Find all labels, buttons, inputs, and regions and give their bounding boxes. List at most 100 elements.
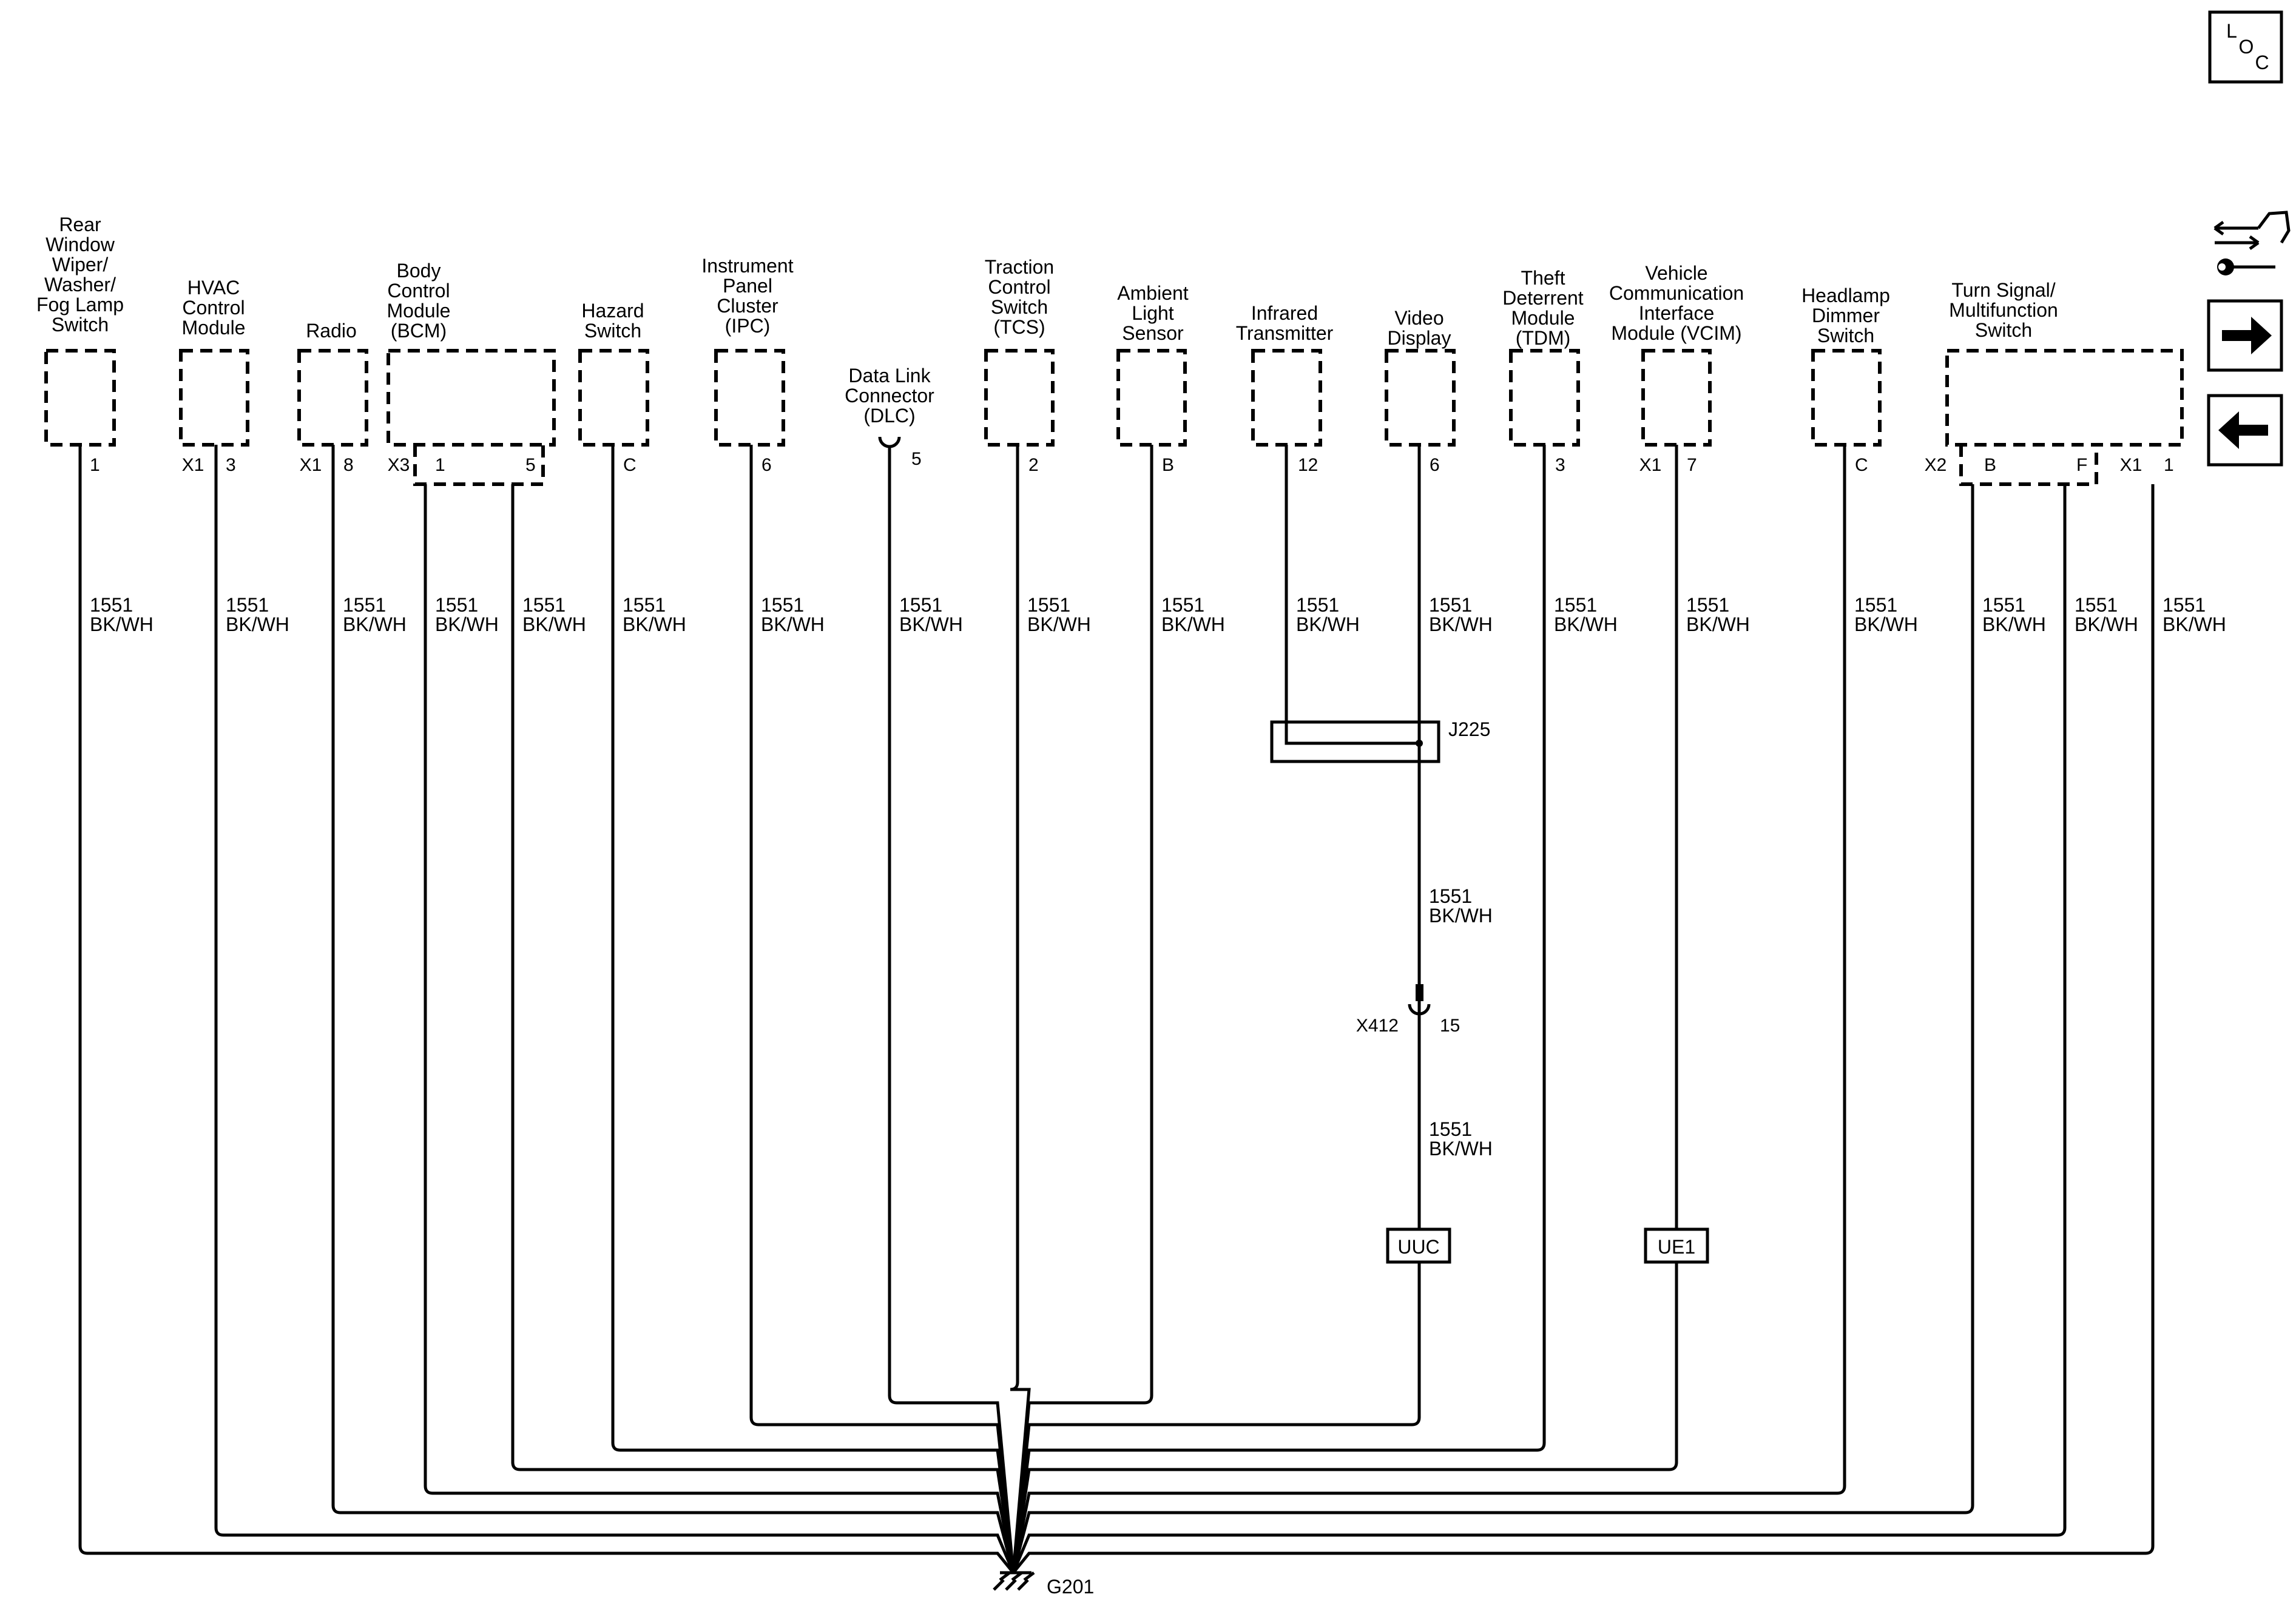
component-label-tcs: Traction [985,256,1054,278]
previous-page-icon[interactable] [2207,394,2283,467]
splice-pack-j225 [1270,720,1440,763]
component-label-bcm: Module [387,300,451,322]
wire-circuit-label: 1551 [343,594,386,616]
ground-wire-hvac-0 [214,445,1015,1573]
component-label-tcs: Switch [991,296,1048,318]
splice-dot [1416,740,1423,747]
next-page-icon[interactable] [2207,299,2283,372]
wire-circuit-label: 1551 [899,594,942,616]
wire-color-label: BK/WH [899,613,963,635]
wire-circuit-label: 1551 [2163,594,2206,616]
component-box-tdm [1509,349,1580,447]
pin-label-vcim: 7 [1687,455,1697,475]
loc-letter-o: O [2239,36,2254,58]
connector-x412-label: X412 [1356,1016,1399,1036]
component-label-ipc: (IPC) [725,315,771,337]
wire-color-label: BK/WH [90,613,154,635]
pin-label-ambient: B [1162,455,1174,475]
component-box-hazard [578,349,649,447]
wire-color-label: BK/WH [1686,613,1750,635]
component-label-tdm: Module [1511,307,1575,329]
component-label-dlc: Data Link [848,365,931,387]
wire-circuit-label: 1551 [1429,885,1472,907]
loc-icon-frame [2208,10,2283,84]
connector-label-radio: X1 [300,455,322,475]
connector-x412-female [1408,1004,1431,1016]
component-box-infrared [1251,349,1322,447]
component-label-vcim: Interface [1639,302,1715,324]
pin-label-ipc: 6 [761,455,772,475]
component-label-tcs: (TCS) [993,316,1045,338]
wire-circuit-label: 1551 [1027,594,1070,616]
wire-circuit-label: 1551 [522,594,566,616]
loc-letter-l: L [2226,20,2237,42]
component-box-vcim [1641,349,1712,447]
service-info-icon[interactable] [2213,211,2291,275]
wire-circuit-label: 1551 [1296,594,1339,616]
component-box-ambient [1116,349,1187,447]
pin-label-turn-signal: 1 [2164,455,2174,475]
pin-label-rear-wiper: 1 [90,455,100,475]
component-box-video [1385,349,1456,447]
wire-circuit-label: 1551 [90,594,133,616]
component-label-bcm: (BCM) [391,320,447,342]
component-label-video: Display [1388,327,1451,349]
wire-color-label: BK/WH [761,613,825,635]
pin-label-hazard: C [623,455,636,475]
wire-color-label: BK/WH [1429,1138,1493,1160]
component-label-rear-wiper: Wiper/ [52,254,109,275]
navigation-icons[interactable]: LOC [2207,10,2291,467]
pin-label-bcm: 5 [525,455,536,475]
ground-symbol-g201 [993,1571,1035,1591]
connector-x412-pin: 15 [1440,1016,1460,1036]
ground-wire-tcs-0 [1010,445,1031,1573]
component-label-rear-wiper: Washer/ [44,274,116,295]
wire-color-label: BK/WH [1027,613,1091,635]
wire-circuit-label: 1551 [435,594,478,616]
ground-wire-video [1011,445,1421,1573]
ground-wire-rear-wiper-0 [78,445,1015,1574]
component-label-headlamp: Dimmer [1812,305,1880,326]
wire-color-label: BK/WH [1161,613,1225,635]
ground-wire-turn-signal-1 [1011,484,2067,1573]
component-box-turn-signal [1945,349,2184,447]
component-box-radio [297,349,368,447]
component-label-vcim: Module (VCIM) [1611,322,1741,344]
component-label-hvac: HVAC [187,277,240,299]
wire-color-label: BK/WH [1429,905,1493,927]
component-box-hvac [179,349,249,447]
wire-color-label: BK/WH [623,613,686,635]
ground-wire-ipc-0 [749,445,1015,1573]
ground-wires [78,445,2155,1574]
component-label-hvac: Module [182,317,246,339]
ground-wire-hazard-0 [611,445,1015,1573]
component-label-hvac: Control [182,297,245,319]
ground-wire-vcim-0 [1011,445,1678,1573]
component-label-tcs: Control [988,276,1050,298]
option-box-ue1 [1644,1227,1709,1264]
wire-circuit-label: 1551 [2075,594,2118,616]
pin-label-tcs: 2 [1028,455,1039,475]
ground-wire-ambient-0 [1011,445,1153,1573]
connector-label-vcim: X1 [1639,455,1662,475]
wire-color-label: BK/WH [2163,613,2226,635]
pin-label-video: 6 [1430,455,1440,475]
component-box-tcs [984,349,1055,447]
ground-wire-tdm-0 [1011,445,1546,1573]
component-label-rear-wiper: Rear [59,214,101,235]
loc-icon[interactable]: LOC [2208,10,2283,84]
wire-circuit-label: 1551 [1686,594,1729,616]
pin-label-infrared: 12 [1298,455,1318,475]
component-label-video: Video [1394,307,1443,329]
component-label-ipc: Panel [723,275,772,297]
connector-label-turn-signal: X1 [2120,455,2142,475]
ground-wire-infrared [1285,445,1419,745]
component-label-radio: Radio [306,320,357,342]
ground-wire-bcm-1 [511,484,1015,1573]
wire-color-label: BK/WH [343,613,407,635]
component-label-infrared: Transmitter [1236,322,1334,344]
ground-wire-turn-signal-2 [1012,484,2155,1574]
component-label-bcm: Body [397,260,441,282]
